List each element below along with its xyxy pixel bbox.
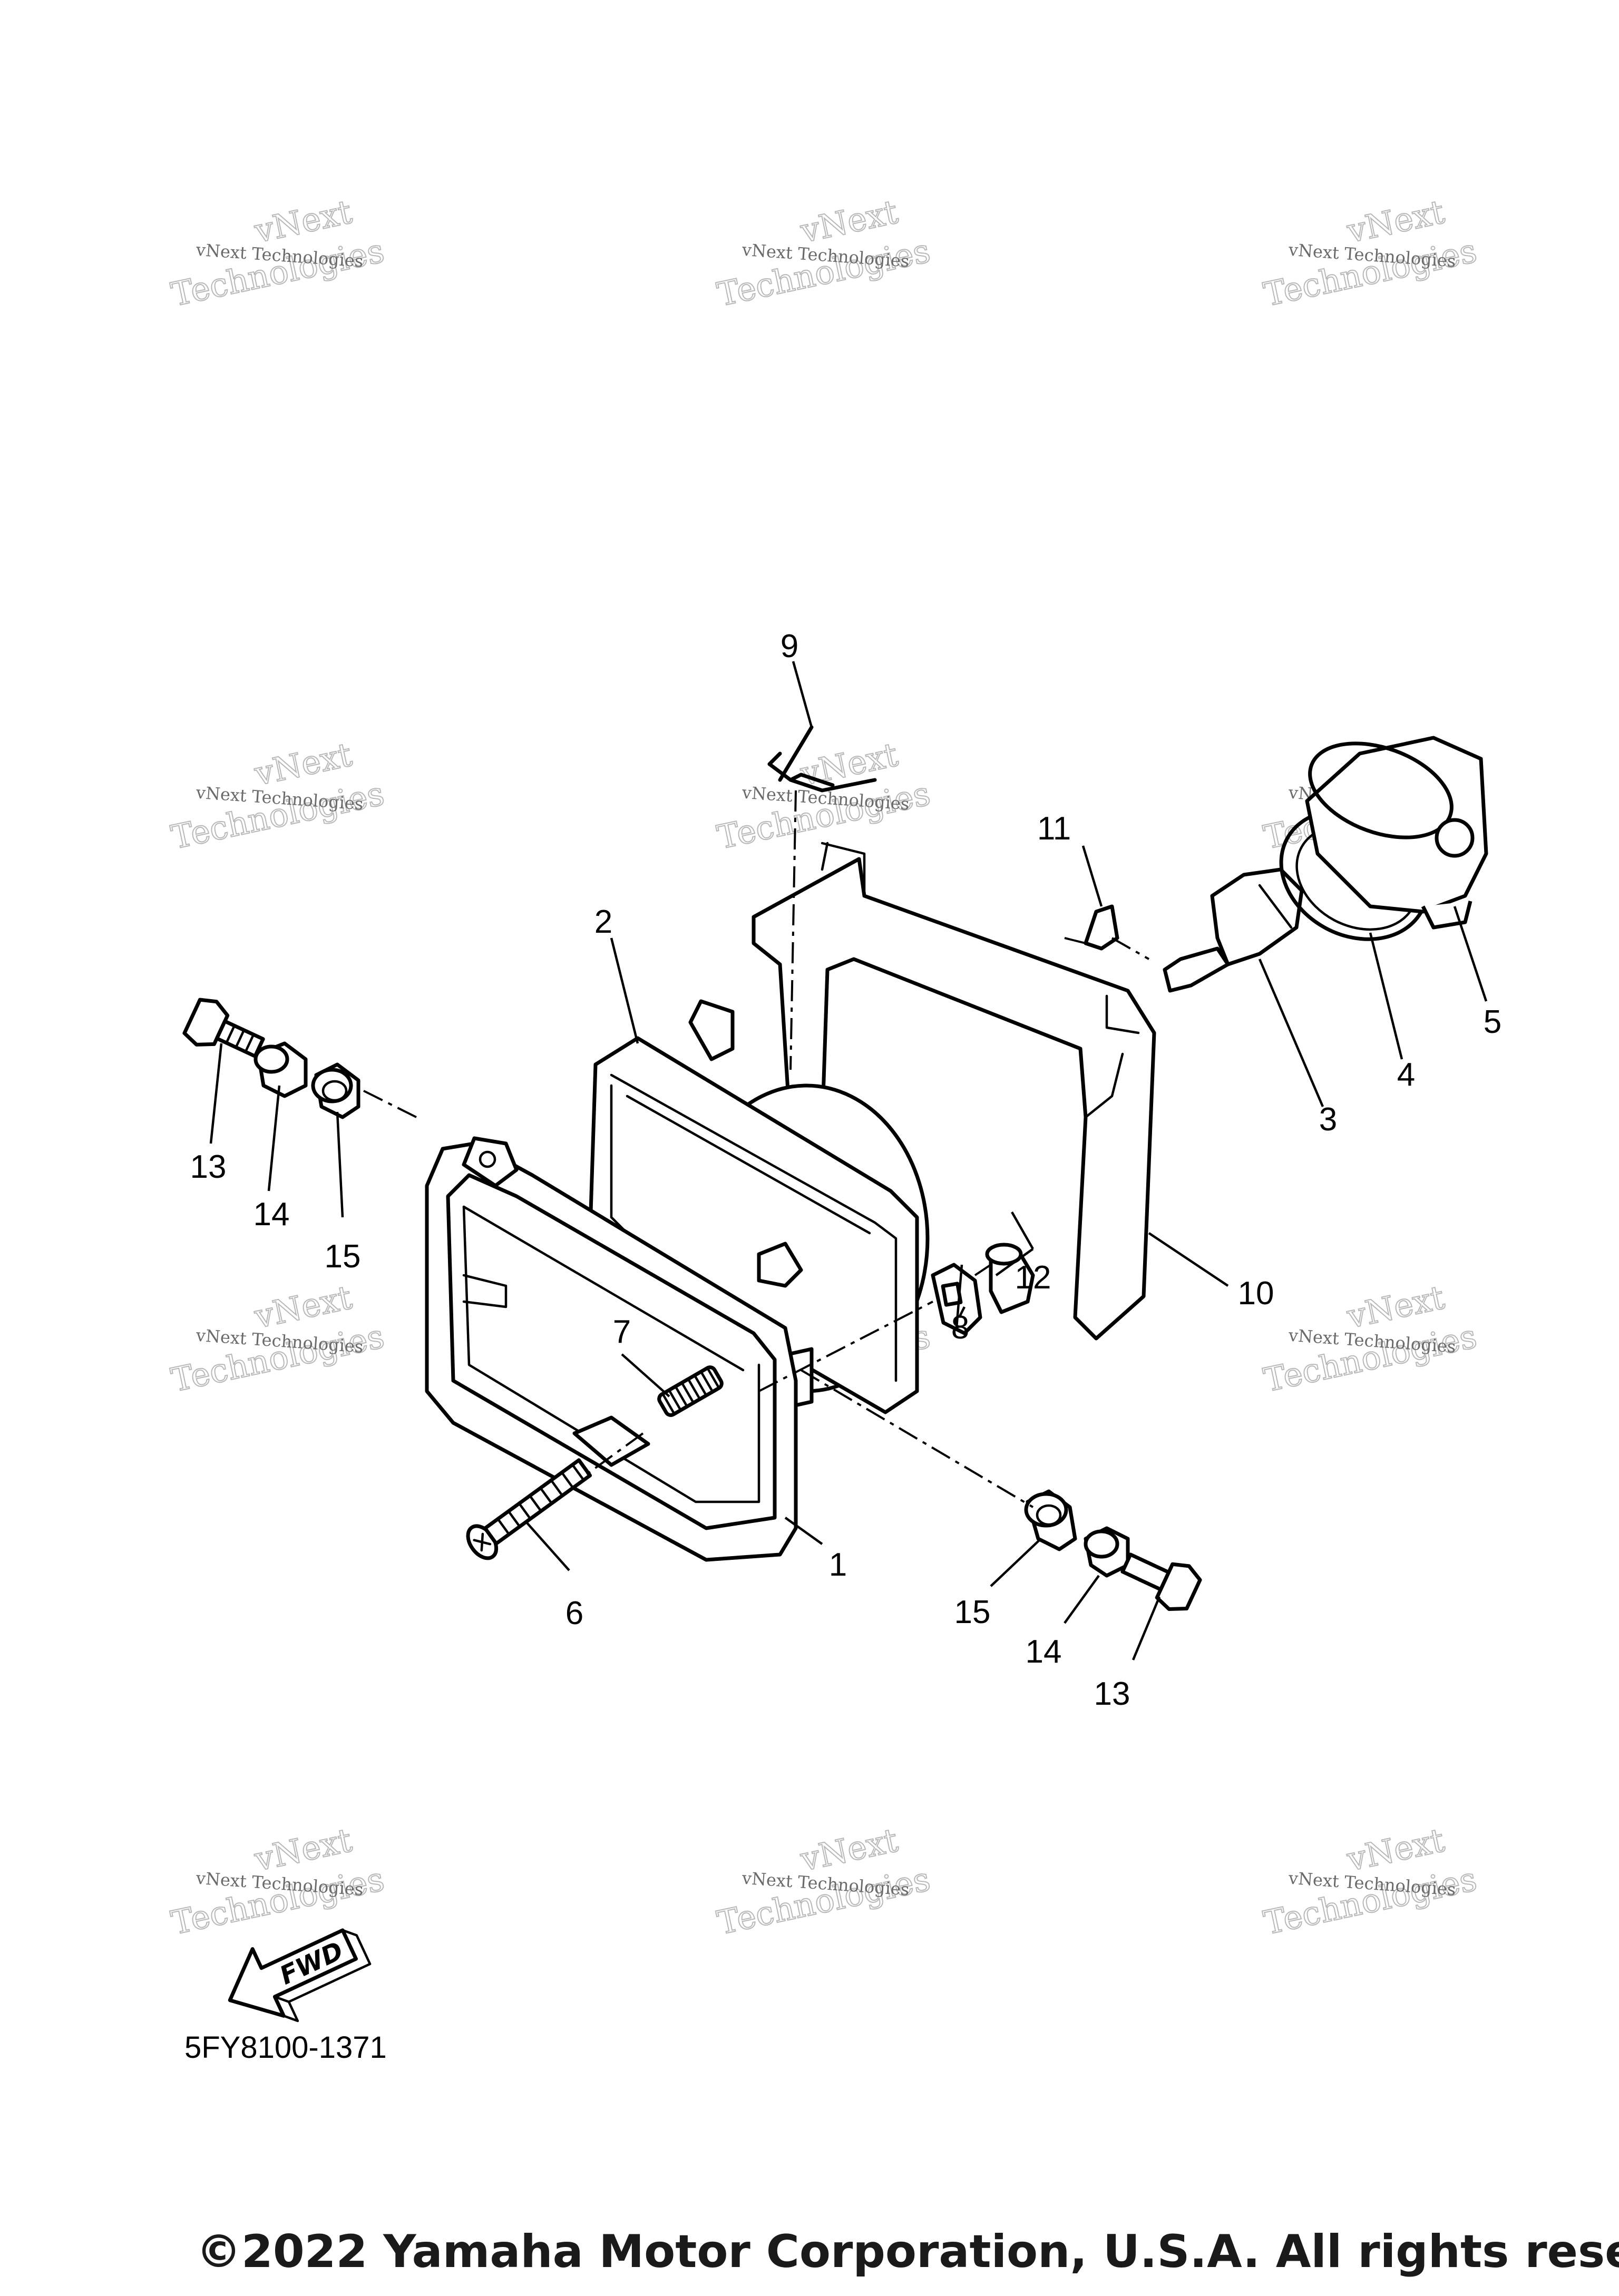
callout-6: 6	[565, 1595, 583, 1631]
watermark: vNext Technologies vNext Technologies	[1260, 1277, 1481, 1400]
part-13-bolt-left	[182, 998, 265, 1058]
part-1-headlight-rim	[425, 1136, 803, 1562]
assembly-lines	[363, 790, 1149, 1508]
part-15-grommet-right	[1024, 1489, 1077, 1551]
leader-lines	[209, 661, 1488, 1660]
watermark: vNext Technologies vNext Technologies	[168, 192, 388, 315]
diagram-part-code: 5FY8100-1371	[184, 2030, 387, 2065]
callout-12: 12	[1015, 1259, 1051, 1296]
callout-labels: 1 2 3 4 5 6 7 8 9 10 11 12 13 14 15 15 1…	[190, 628, 1502, 1712]
watermark: vNext Technologies vNext Technologies	[714, 192, 934, 315]
callout-15-left: 15	[325, 1238, 361, 1275]
part-5-socket-cover	[1305, 736, 1488, 930]
part-14-collar-left	[253, 1041, 308, 1098]
callout-13-left: 13	[190, 1149, 227, 1185]
callout-10: 10	[1238, 1275, 1274, 1312]
part-14-collar-right	[1084, 1526, 1130, 1578]
part-9-clip	[767, 725, 877, 793]
part-12-collar	[985, 1243, 1035, 1314]
watermark: vNext Technologies vNext Technologies	[168, 735, 388, 857]
part-11-plug	[1084, 904, 1119, 951]
part-13-bolt-right	[1120, 1552, 1202, 1611]
part-10-headlight-bracket	[752, 842, 1156, 1341]
part-7-spring	[657, 1365, 724, 1417]
callout-14-right: 14	[1026, 1634, 1062, 1670]
callout-1: 1	[829, 1547, 847, 1583]
watermark: vNext Technologies vNext Technologies	[714, 735, 934, 857]
callout-3: 3	[1319, 1101, 1337, 1138]
callout-14-left: 14	[253, 1196, 290, 1233]
watermark: vNext Technologies vNext Technologies	[714, 1820, 934, 1943]
callout-4: 4	[1397, 1057, 1415, 1093]
watermark: vNext Technologies vNext Technologies	[1260, 1820, 1481, 1943]
callout-5: 5	[1484, 1004, 1501, 1040]
watermark: vNext Technologies vNext Technologies	[168, 1277, 388, 1400]
part-8-clip-nut	[931, 1263, 982, 1335]
callout-13-right: 13	[1094, 1676, 1130, 1712]
part-3-bulb	[1163, 867, 1304, 993]
copyright-notice: ©2022 Yamaha Motor Corporation, U.S.A. A…	[196, 2225, 1619, 2278]
callout-15-right: 15	[954, 1594, 991, 1630]
callout-2: 2	[594, 904, 612, 940]
callout-11: 11	[1037, 810, 1071, 847]
callout-8: 8	[951, 1310, 969, 1346]
callout-7: 7	[613, 1314, 631, 1350]
part-6-screw	[466, 1458, 592, 1560]
callout-9: 9	[781, 628, 798, 665]
part-15-grommet-left	[311, 1062, 360, 1119]
watermark: vNext Technologies vNext Technologies	[1260, 192, 1481, 315]
watermark: vNext Technologies vNext Technologies	[168, 1820, 388, 1943]
